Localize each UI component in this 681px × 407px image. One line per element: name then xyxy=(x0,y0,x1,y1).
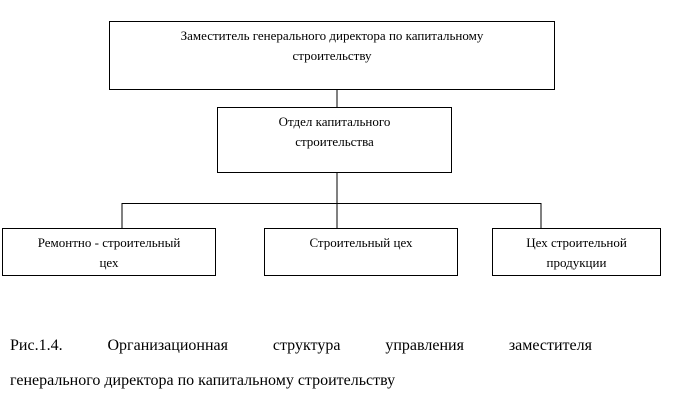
caption-word: структура xyxy=(272,337,341,354)
construction-workshop-box: Строительный цех xyxy=(264,228,458,276)
figure-caption-line2: генерального директора по капитальному с… xyxy=(10,372,396,389)
construction-products-workshop-box: Цех строительной продукции xyxy=(492,228,661,276)
construction-products-workshop-label-line2: продукции xyxy=(546,255,607,270)
connector-lines xyxy=(121,90,542,228)
repair-workshop-label-line2: цех xyxy=(99,255,119,270)
deputy-director-label-line1: Заместитель генерального директора по ка… xyxy=(180,28,484,43)
construction-department-label-line2: строительства xyxy=(295,134,374,149)
caption-word: управления xyxy=(385,337,464,354)
caption-word: Рис.1.4. xyxy=(10,337,63,354)
caption-word: заместителя xyxy=(508,337,592,354)
construction-department-label-line1: Отдел капитального xyxy=(278,114,391,129)
deputy-director-label-line2: строительству xyxy=(292,48,372,63)
repair-workshop-box: Ремонтно - строительный цех xyxy=(2,228,216,276)
repair-workshop-label-line1: Ремонтно - строительный xyxy=(37,235,181,250)
construction-workshop-label: Строительный цех xyxy=(309,235,413,250)
construction-department-box: Отдел капитального строительства xyxy=(217,107,452,173)
construction-products-workshop-label-line1: Цех строительной xyxy=(526,235,627,250)
deputy-director-box: Заместитель генерального директора по ка… xyxy=(109,21,555,90)
caption-word: Организационная xyxy=(107,337,228,354)
figure-caption-line1: Рис.1.4. Организационная структура управ… xyxy=(10,337,592,355)
